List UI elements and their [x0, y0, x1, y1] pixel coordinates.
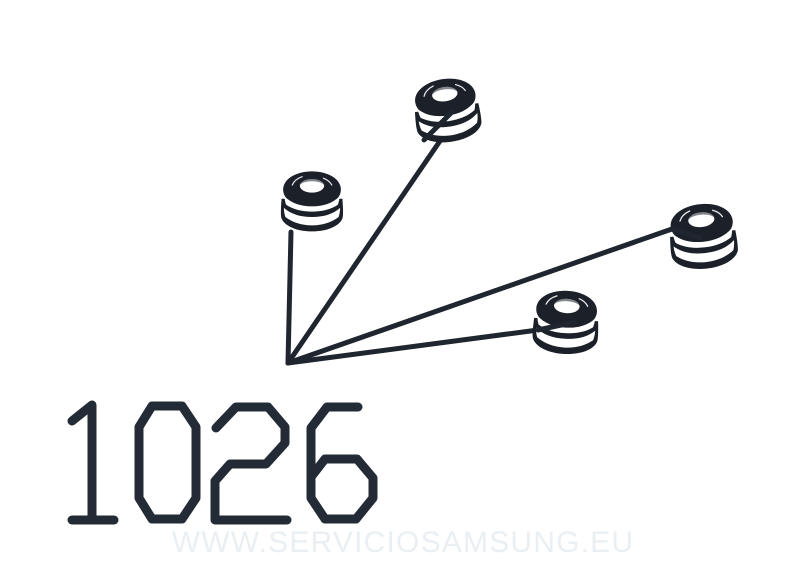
seal-icon — [409, 73, 485, 147]
part-number-1026 — [67, 400, 378, 525]
overlay-top — [421, 109, 455, 143]
seal-icon — [665, 200, 741, 273]
leader-line-to-seal-middle-lower — [285, 327, 541, 366]
leader-lines-group — [285, 135, 675, 366]
part-seal-right[interactable] — [665, 200, 741, 273]
part-seal-upper-left[interactable] — [280, 170, 344, 233]
leader-line-to-seal-top — [285, 135, 445, 366]
leader-line-to-seal-upper-left — [285, 229, 294, 366]
digit-6 — [306, 402, 378, 524]
overlay-right — [669, 226, 703, 241]
digit-2 — [210, 402, 292, 525]
watermark: WWW.SERVICIOSAMSUNG.EU — [172, 526, 635, 559]
overlay-middle-lower — [535, 319, 578, 333]
digit-0 — [134, 401, 201, 524]
leader-line-to-seal-right — [285, 226, 675, 366]
part-seal-top[interactable] — [409, 73, 485, 147]
digit-1 — [67, 400, 119, 525]
leader-line-overlays — [421, 109, 703, 333]
seal-icon — [280, 170, 344, 233]
